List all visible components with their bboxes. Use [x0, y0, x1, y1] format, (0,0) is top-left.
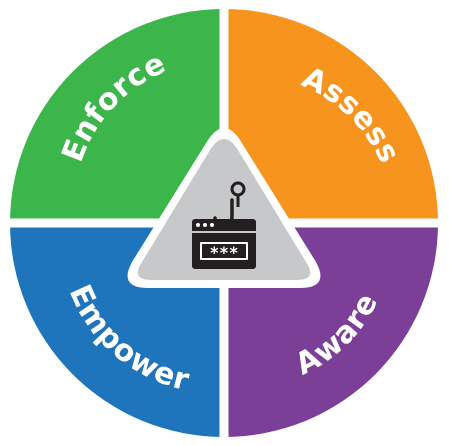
center-badge: ***: [127, 128, 321, 288]
password-field-inner: [202, 244, 246, 258]
password-mask: ***: [210, 243, 239, 262]
browser-dot-2: [203, 223, 207, 227]
line-ring: [230, 181, 246, 197]
browser-dot-1: [196, 223, 200, 227]
quadrant-assess: [224, 9, 438, 223]
phishing-password-icon: ***: [192, 181, 256, 269]
quadrant-enforce: [10, 9, 224, 223]
browser-dot-3: [210, 223, 214, 227]
browser-titlebar-gap: [192, 231, 256, 233]
center-triangle: [137, 139, 311, 280]
